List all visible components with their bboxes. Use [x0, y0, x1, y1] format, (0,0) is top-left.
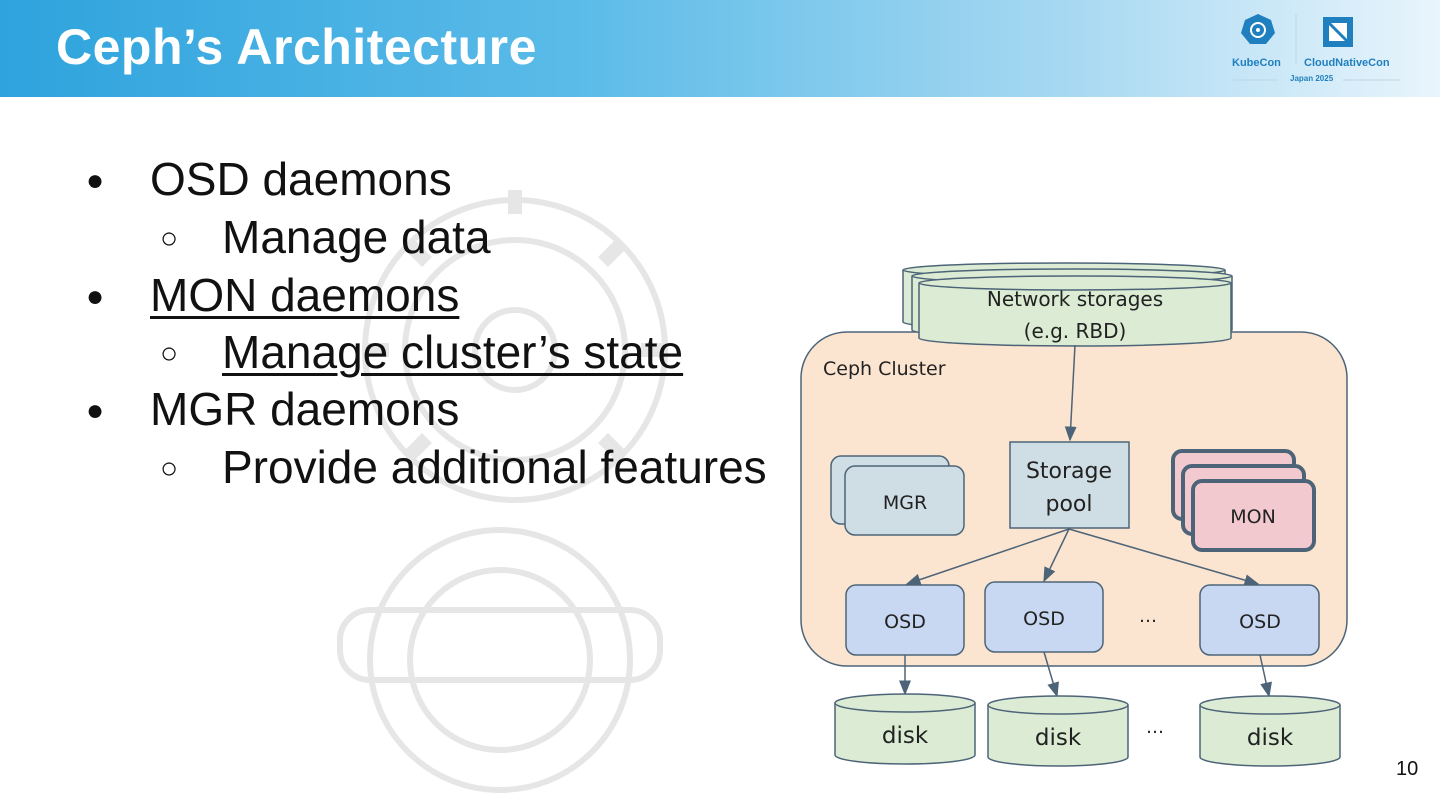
disk-label: disk [1247, 725, 1294, 751]
ceph-cluster-label: Ceph Cluster [823, 358, 946, 380]
mon-box [1191, 479, 1316, 552]
disk-cylinder-2 [987, 695, 1129, 767]
kubecon-wordmark: KubeCon [1232, 57, 1281, 69]
bullet-mgr-daemons: MGR daemons [150, 383, 460, 435]
cloudnativecon-wordmark: CloudNativeCon [1304, 57, 1390, 69]
arrow-pool-to-osd-3 [1068, 528, 1260, 586]
arrow-pool-to-osd-1 [905, 528, 1070, 586]
bullet-marker: ● [86, 280, 105, 313]
gear-watermark-icon [337, 190, 668, 793]
bullet-marker: ● [86, 394, 105, 427]
mgr-box [844, 465, 965, 536]
mon-label: MON [1230, 506, 1276, 528]
sub-bullet-marker: ○ [160, 222, 179, 255]
osd-ellipsis: … [1139, 606, 1157, 627]
event-label: Japan 2025 [1290, 74, 1334, 83]
arrow-osd-to-disk-3 [1259, 654, 1272, 698]
bullet-marker: ● [86, 164, 105, 197]
page-number: 10 [1396, 758, 1419, 780]
storage-pool-label: Storage [1026, 459, 1112, 484]
sub-bullet-marker: ○ [160, 452, 179, 485]
slide-title: Ceph’s Architecture [56, 19, 537, 75]
osd-label: OSD [1023, 608, 1065, 630]
arrow-osd-to-disk-2 [1043, 651, 1059, 698]
conference-logos: KubeCon CloudNativeCon Japan 2025 [1228, 12, 1408, 88]
sub-bullet-manage-data: Manage data [222, 211, 491, 263]
osd-box-3 [1199, 584, 1320, 656]
osd-label: OSD [884, 611, 926, 633]
bullet-osd-daemons: OSD daemons [150, 153, 452, 205]
osd-label: OSD [1239, 611, 1281, 633]
header-bar: Ceph’s Architecture KubeCon CloudNativeC… [0, 0, 1440, 97]
storage-pool-label-2: pool [1046, 492, 1093, 517]
kubecon-logo-icon [1232, 14, 1400, 81]
disk-cylinder-3 [1199, 695, 1341, 767]
disk-label: disk [1035, 725, 1082, 751]
sub-bullet-marker: ○ [160, 337, 179, 370]
arrow-storage-to-pool [1064, 344, 1077, 442]
disk-label: disk [882, 723, 929, 749]
sub-bullet-additional-features: Provide additional features [222, 441, 767, 493]
bullet-mon-daemons: MON daemons [150, 269, 460, 321]
disk-cylinder-1 [834, 693, 976, 765]
sub-bullet-manage-cluster-state: Manage cluster’s state [222, 326, 684, 378]
arrow-pool-to-osd-2 [1043, 528, 1070, 583]
network-storages-cylinders [902, 262, 1233, 347]
disk-ellipsis: … [1146, 717, 1164, 738]
network-storages-example: (e.g. RBD) [1024, 319, 1127, 343]
network-storages-label: Network storages [987, 287, 1163, 311]
storage-pool-box [1009, 441, 1130, 529]
mgr-label: MGR [883, 492, 927, 514]
